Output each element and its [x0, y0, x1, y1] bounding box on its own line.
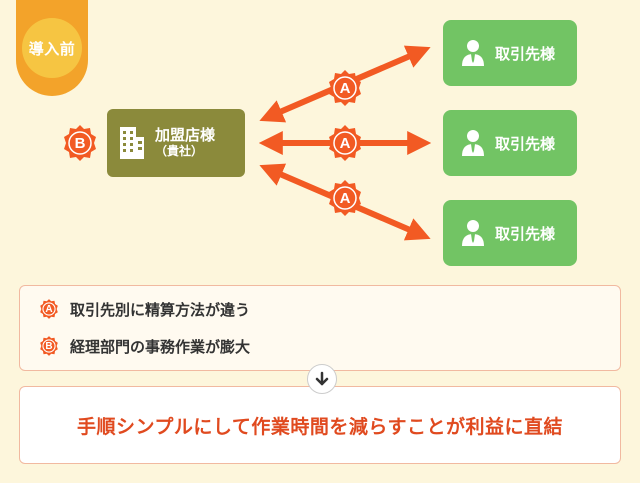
issue-text: 経理部門の事務作業が膨大 [70, 337, 251, 356]
store-name: 加盟店様 [155, 126, 216, 145]
partner-label: 取引先様 [495, 134, 556, 153]
issue-badge-b: B [38, 335, 60, 357]
partner-label: 取引先様 [495, 44, 556, 63]
badge-a-seal-icon [329, 125, 361, 161]
person-icon [462, 40, 484, 66]
issue-badge-a: A [38, 298, 60, 320]
issue-row-b: B 経理部門の事務作業が膨大 [38, 335, 250, 357]
badge-seal-icon [40, 336, 58, 356]
partner-box-3: 取引先様 [443, 200, 577, 266]
badge-a-label: A [339, 79, 351, 97]
badge-a-seal-icon [329, 180, 361, 216]
badge-b-label: B [74, 134, 86, 152]
badge-a-top: A [325, 68, 365, 108]
issue-badge-label: B [45, 340, 53, 352]
badge-seal-icon [40, 299, 58, 319]
partner-box-1: 取引先様 [443, 20, 577, 86]
building-icon [120, 127, 144, 159]
badge-a-seal-icon [329, 70, 361, 106]
store-sub: （貴社） [155, 143, 204, 158]
before-tag-label: 導入前 [22, 18, 82, 78]
person-icon [462, 130, 484, 156]
badge-a-label: A [339, 189, 351, 207]
person-icon [462, 220, 484, 246]
conclusion-text: 手順シンプルにして作業時間を減らすことが利益に直結 [77, 415, 563, 438]
partner-box-2: 取引先様 [443, 110, 577, 176]
badge-b: B [60, 123, 100, 163]
down-arrow-icon [307, 364, 337, 394]
before-tag: 導入前 [16, 0, 88, 96]
badge-b-seal-icon [64, 125, 96, 161]
store-box: 加盟店様 （貴社） [107, 109, 245, 177]
badge-a-bottom: A [325, 178, 365, 218]
badge-a-label: A [339, 134, 351, 152]
badge-a-middle: A [325, 123, 365, 163]
conclusion-box: 手順シンプルにして作業時間を減らすことが利益に直結 [19, 386, 621, 464]
down-arrow-glyph [315, 371, 329, 386]
issues-box: A 取引先別に精算方法が違う B 経理部門の事務作業が膨大 [19, 285, 621, 371]
issue-text: 取引先別に精算方法が違う [70, 300, 251, 319]
issue-row-a: A 取引先別に精算方法が違う [38, 298, 250, 320]
issue-badge-label: A [45, 303, 53, 315]
partner-label: 取引先様 [495, 224, 556, 243]
